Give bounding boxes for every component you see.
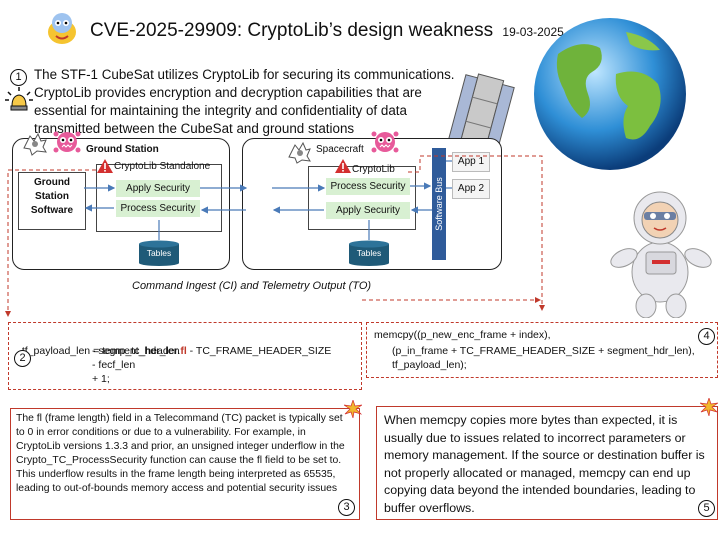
ground-station-bug-icon (22, 132, 48, 156)
cartoon-character-icon (44, 10, 80, 46)
code-right-line-1: memcpy((p_new_enc_frame + index), (374, 329, 551, 341)
virus-icon-spacecraft (370, 126, 400, 156)
note-left-number-badge: 3 (338, 497, 355, 516)
code-left-line-1-text: tf_payload_len = temp_tc_header. (21, 345, 181, 357)
page-title: CVE-2025-29909: CryptoLib’s design weakn… (90, 20, 564, 42)
code-box-left (8, 322, 362, 390)
satellite-icon (446, 70, 516, 160)
code-left-number: 2 (14, 350, 31, 367)
warning-icon (96, 158, 114, 174)
app-2-box: App 2 (452, 179, 490, 199)
spacecraft-apply-security: Apply Security (326, 202, 410, 219)
spacecraft-cryptolib-label: CryptoLib (352, 164, 395, 175)
ground-software-box (18, 172, 86, 230)
code-left-line-3: - fecf_len (92, 359, 136, 371)
intro-paragraph: The STF-1 CubeSat utilizes CryptoLib for… (34, 67, 455, 136)
code-left-line-1-rest: - TC_FRAME_HEADER_SIZE (186, 345, 332, 357)
lightbulb-icon (4, 86, 34, 112)
diagram-caption: Command Ingest (CI) and Telemetry Output… (132, 280, 372, 292)
burst-icon-left (343, 398, 363, 419)
spacecraft-process-security: Process Security (326, 178, 410, 195)
code-left-line-2: - segment_hdr_len (92, 345, 180, 357)
note-right-number-badge: 5 (698, 498, 715, 517)
spacecraft-tables-db (348, 240, 390, 266)
note-left-text: The fl (frame length) field in a Telecom… (16, 413, 345, 494)
spacecraft-cryptolib-box (308, 166, 416, 230)
code-left-number-badge: 2 (14, 348, 31, 367)
virus-icon (52, 126, 82, 156)
spacecraft-bug-icon (288, 141, 312, 164)
intro-number: 1 (10, 69, 27, 86)
fl-highlight: fl (180, 345, 187, 357)
code-right-number-badge: 4 (698, 326, 715, 345)
ground-tables-db (138, 240, 180, 266)
code-right-number: 4 (698, 328, 715, 345)
title-text: CVE-2025-29909: CryptoLib’s design weakn… (90, 20, 494, 41)
note-left-box (10, 408, 360, 520)
ground-tables-label: Tables (146, 248, 172, 258)
note-left-number: 3 (338, 499, 355, 516)
app-1-box: App 1 (452, 152, 490, 172)
date-text: 19-03-2025 (502, 25, 564, 39)
code-box-right (366, 322, 718, 378)
globe-icon (530, 14, 690, 174)
astronaut-icon (606, 188, 718, 319)
connector-arrows (5, 155, 545, 317)
burst-icon-right (699, 396, 719, 417)
warning-icon-spacecraft (334, 158, 352, 174)
spacecraft-tables-label: Tables (356, 248, 382, 258)
ground-software-label: Ground Station Software (30, 177, 74, 216)
code-right-line-3: tf_payload_len); (392, 359, 467, 371)
spacecraft-title: Spacecraft (316, 144, 364, 155)
ground-process-security: Process Security (116, 200, 200, 217)
ground-apply-security: Apply Security (116, 180, 200, 197)
code-right-line-2: (p_in_frame + TC_FRAME_HEADER_SIZE + seg… (392, 345, 695, 357)
note-right-number: 5 (698, 500, 715, 517)
cryptolib-standalone-label: CryptoLib Standalone (114, 161, 211, 172)
note-right-text: When memcpy copies more bytes than expec… (384, 413, 705, 515)
software-bus (432, 148, 446, 260)
code-left-line-1: tf_payload_len = temp_tc_header.fl - TC_… (16, 330, 331, 358)
intro-number-badge: 1 (10, 67, 27, 86)
ground-station-title: Ground Station (86, 144, 159, 155)
note-right-box (376, 406, 718, 520)
code-left-line-4: + 1; (92, 373, 110, 385)
